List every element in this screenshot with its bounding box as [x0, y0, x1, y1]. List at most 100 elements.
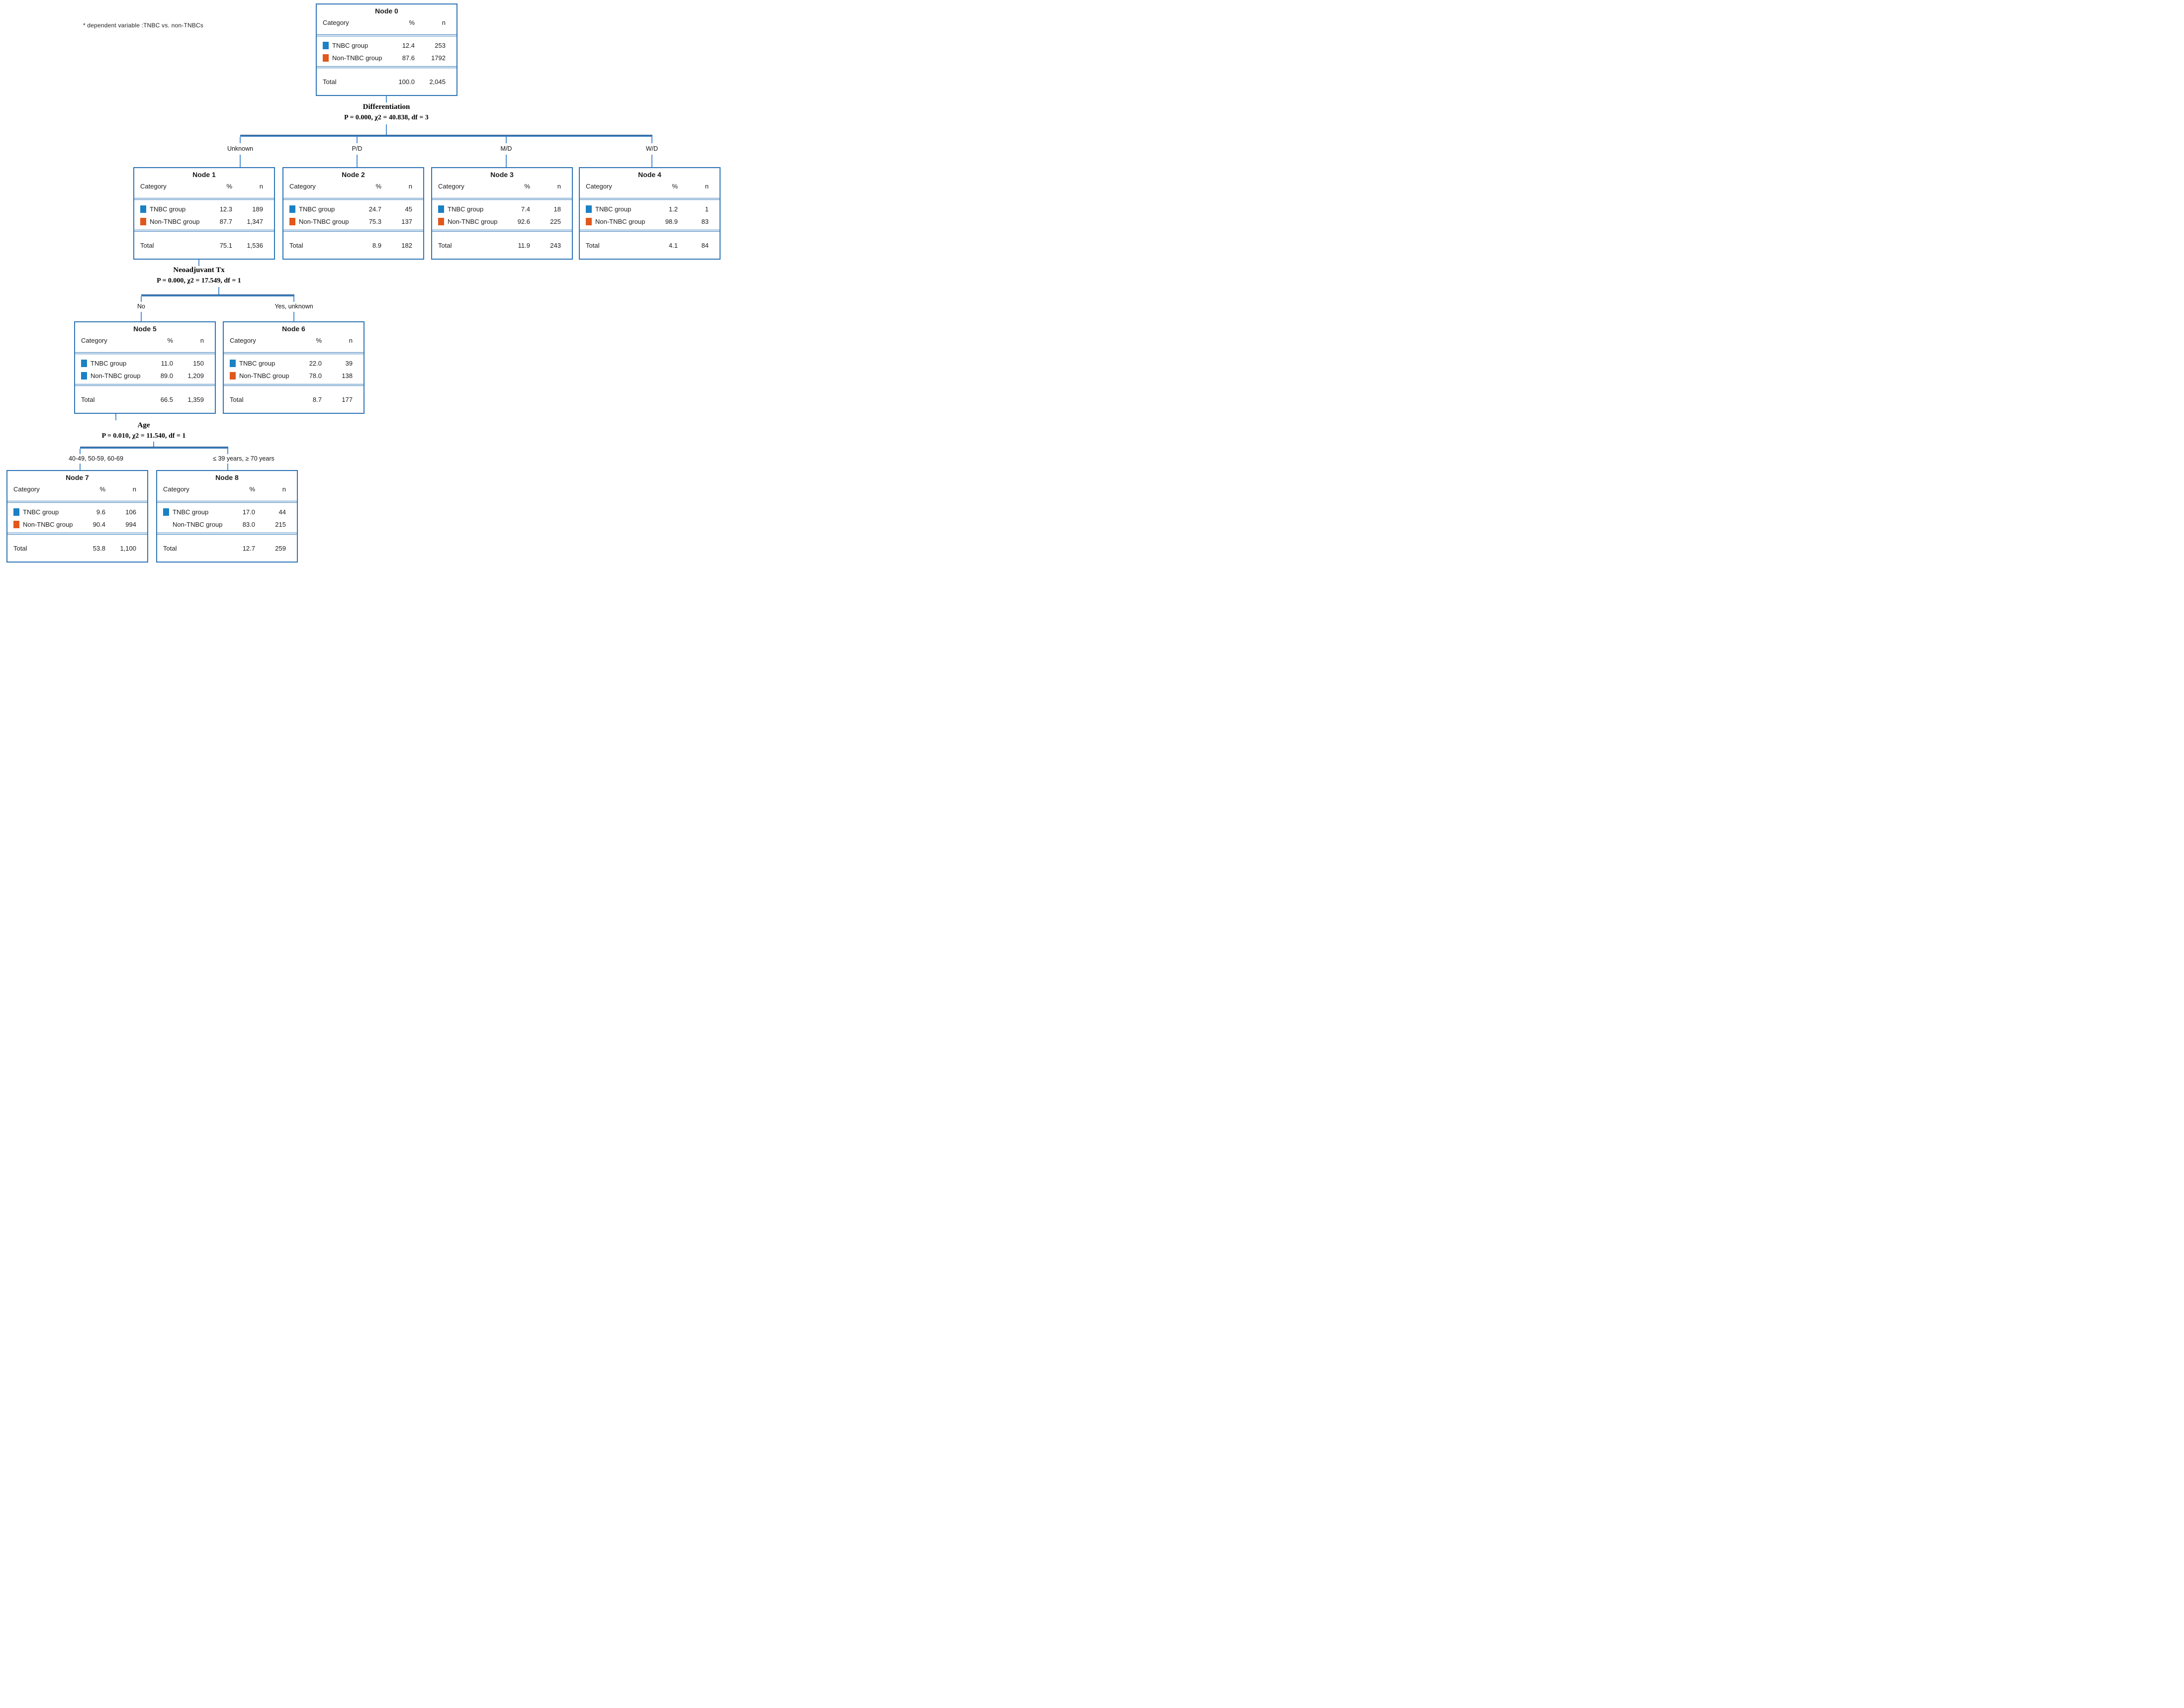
branch-label-unknown: Unknown	[227, 145, 254, 152]
node-body: TNBC group 24.7 45 Non-TNBC group 75.3 1…	[283, 198, 423, 232]
connector-line	[115, 414, 116, 420]
node-header: Node 1 Category % n	[134, 168, 274, 198]
category-count: 225	[550, 218, 561, 225]
total-label: Total	[163, 544, 177, 552]
node-body: TNBC group 11.0 150 Non-TNBC group 89.0 …	[75, 352, 215, 386]
node-total-row: Total 100.0 2,045	[317, 68, 456, 95]
category-row: TNBC group 12.3 189	[134, 203, 274, 215]
connector-line	[80, 449, 81, 454]
dependent-variable-footnote: * dependent variable :TNBC vs. non-TNBCs	[83, 22, 204, 29]
branch-label-md: M/D	[500, 145, 512, 152]
total-label: Total	[230, 395, 244, 403]
category-percent: 11.0	[161, 360, 173, 367]
tnbc-swatch-icon	[230, 360, 236, 367]
node-title: Node 6	[282, 325, 305, 333]
total-percent: 66.5	[160, 395, 173, 403]
connector-line	[357, 155, 358, 167]
tnbc-swatch-icon	[163, 508, 169, 516]
node-0-box: Node 0 Category % n TNBC group 12.4 253 …	[316, 3, 457, 96]
column-header-category: Category	[289, 183, 316, 190]
non-tnbc-swatch-icon	[81, 372, 87, 380]
tnbc-swatch-icon	[13, 508, 19, 516]
category-percent: 7.4	[521, 205, 530, 213]
node-total-row: Total 12.7 259	[157, 535, 297, 562]
category-percent: 75.3	[368, 218, 381, 225]
node-header: Node 8 Category % n	[157, 471, 297, 501]
node-header: Node 3 Category % n	[432, 168, 572, 198]
category-row: Non-TNBC group 75.3 137	[283, 215, 423, 228]
column-header-percent: %	[316, 337, 322, 344]
category-label: Non-TNBC group	[173, 521, 223, 528]
category-percent: 78.0	[309, 372, 322, 380]
split-variable-age: Age	[137, 421, 150, 429]
node-5-box: Node 5 Category % n TNBC group 11.0 150 …	[74, 321, 216, 414]
node-title: Node 0	[375, 7, 398, 15]
category-row: Non-TNBC group 90.4 994	[7, 518, 147, 531]
connector-line	[227, 449, 228, 454]
category-label: Non-TNBC group	[448, 218, 498, 225]
column-header-percent: %	[249, 485, 255, 493]
category-count: 45	[405, 205, 412, 213]
total-count: 259	[275, 544, 286, 552]
category-count: 189	[252, 205, 263, 213]
total-percent: 53.8	[92, 544, 105, 552]
node-total-row: Total 53.8 1,100	[7, 535, 147, 562]
column-header-n: n	[132, 485, 136, 493]
connector-line	[651, 155, 652, 167]
category-percent: 17.0	[242, 508, 255, 516]
total-label: Total	[13, 544, 27, 552]
category-row: TNBC group 17.0 44	[157, 506, 297, 518]
connector-line	[651, 137, 652, 143]
tnbc-swatch-icon	[140, 205, 146, 213]
connector-line	[357, 137, 358, 143]
category-label: Non-TNBC group	[595, 218, 645, 225]
non-tnbc-swatch-icon	[586, 218, 592, 225]
column-header-percent: %	[672, 183, 678, 190]
column-header-category: Category	[13, 485, 40, 493]
node-8-box: Node 8 Category % n TNBC group 17.0 44 N…	[156, 470, 298, 563]
total-label: Total	[586, 241, 600, 249]
connector-line	[141, 312, 142, 321]
category-label: Non-TNBC group	[299, 218, 349, 225]
column-header-category: Category	[140, 183, 167, 190]
node-4-box: Node 4 Category % n TNBC group 1.2 1 Non…	[579, 167, 721, 260]
column-header-percent: %	[375, 183, 381, 190]
category-row: TNBC group 7.4 18	[432, 203, 572, 215]
total-count: 243	[550, 241, 561, 249]
category-percent: 87.6	[402, 54, 415, 62]
node-total-row: Total 11.9 243	[432, 232, 572, 259]
column-header-category: Category	[438, 183, 464, 190]
node-title: Node 2	[342, 171, 365, 179]
tnbc-swatch-icon	[323, 42, 329, 49]
connector-rail	[240, 135, 652, 137]
branch-label-age-extremes: ≤ 39 years, ≥ 70 years	[213, 455, 274, 462]
category-row: Non-TNBC group 87.6 1792	[317, 52, 456, 64]
category-label: Non-TNBC group	[91, 372, 141, 380]
category-count: 1	[705, 205, 709, 213]
category-row: Non-TNBC group 78.0 138	[224, 370, 364, 382]
node-body: TNBC group 12.4 253 Non-TNBC group 87.6 …	[317, 34, 456, 68]
branch-label-wd: W/D	[645, 145, 658, 152]
category-row: Non-TNBC group 98.9 83	[580, 215, 720, 228]
category-count: 994	[125, 521, 136, 528]
category-percent: 9.6	[96, 508, 105, 516]
category-percent: 83.0	[242, 521, 255, 528]
connector-line	[293, 296, 294, 302]
category-count: 138	[342, 372, 353, 380]
category-count: 1792	[431, 54, 446, 62]
total-count: 177	[342, 395, 353, 403]
column-header-category: Category	[586, 183, 612, 190]
column-header-percent: %	[99, 485, 105, 493]
category-percent: 12.4	[402, 42, 415, 49]
node-2-box: Node 2 Category % n TNBC group 24.7 45 N…	[282, 167, 424, 260]
total-percent: 11.9	[518, 241, 530, 249]
column-header-category: Category	[81, 337, 107, 344]
category-count: 106	[125, 508, 136, 516]
category-label: TNBC group	[150, 205, 186, 213]
branch-label-age-middle: 40-49, 50-59, 60-69	[69, 455, 123, 462]
category-count: 253	[435, 42, 446, 49]
category-percent: 89.0	[160, 372, 173, 380]
total-count: 84	[701, 241, 709, 249]
node-total-row: Total 75.1 1,536	[134, 232, 274, 259]
connector-line	[198, 260, 199, 266]
